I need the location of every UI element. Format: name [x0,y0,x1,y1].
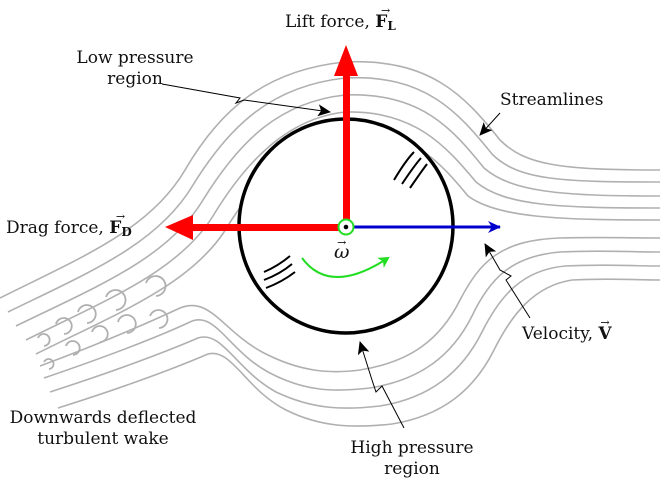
high-pressure-label: High pressure region [332,438,492,480]
angular-velocity-label: →ω [334,236,350,263]
streamline [57,278,660,427]
streamlines-pointer [479,112,501,136]
vector-arrow-icon: → [600,316,610,329]
lift-symbol-letter: F [375,12,388,32]
streamline [0,60,660,299]
lift-force-text: Lift force, [285,12,376,32]
wake-eddy [149,309,169,329]
wake-eddy [65,340,81,356]
streamline [43,250,660,391]
streamlines-text: Streamlines [500,90,604,110]
wake-eddy [117,314,137,334]
streamline [39,236,660,373]
streamline [7,76,660,313]
lift-subscript: L [387,19,396,33]
drag-force-symbol: →FD [109,210,132,243]
wake-eddy [145,275,167,297]
high-pressure-pointer [357,341,405,429]
low-pressure-line1: Low pressure [76,48,194,68]
wake-eddy [55,317,73,335]
wake-eddy [91,325,109,343]
low-pressure-label: Low pressure region [62,48,208,90]
velocity-symbol: →V [598,316,612,345]
wake-eddy [77,304,97,324]
wake-line1: Downwards deflected [9,408,197,428]
wake-label: Downwards deflected turbulent wake [0,408,206,450]
low-pressure-pointer [161,83,331,117]
wake-eddy [43,358,55,370]
vector-arrow-icon: → [115,210,126,223]
high-pressure-line2: region [384,459,440,479]
pointer-lines [161,83,531,429]
streamline [25,111,660,341]
lift-force-arrow [334,45,358,226]
surface-hatch-icon [263,151,428,289]
lift-force-label: Lift force, →FL [285,4,396,37]
velocity-label: Velocity, →V [522,316,612,345]
drag-force-text: Drag force, [6,218,110,238]
dot-in-circle-icon [337,218,355,236]
wake-line2: turbulent wake [37,429,169,449]
drag-subscript: D [121,225,132,239]
turbulent-wake [37,275,169,370]
velocity-pointer [484,243,531,319]
streamlines-label: Streamlines [500,90,604,111]
wake-eddy [105,289,127,311]
vector-arrow-icon: → [337,236,347,249]
streamlines-lower [39,236,660,427]
drag-symbol-letter: F [109,218,122,238]
wake-eddy [37,333,51,347]
streamline [49,264,660,409]
velocity-text: Velocity, [522,324,599,344]
curved-arrow-icon [301,256,390,278]
velocity-symbol-letter: V [598,324,612,344]
vector-arrow-icon: → [380,4,391,17]
high-pressure-line1: High pressure [350,438,474,458]
drag-force-label: Drag force, →FD [6,210,132,243]
low-pressure-line2: region [107,69,163,89]
lift-force-symbol: →FL [375,4,396,37]
drag-force-arrow [165,215,346,240]
omega-symbol: ω [334,241,350,263]
